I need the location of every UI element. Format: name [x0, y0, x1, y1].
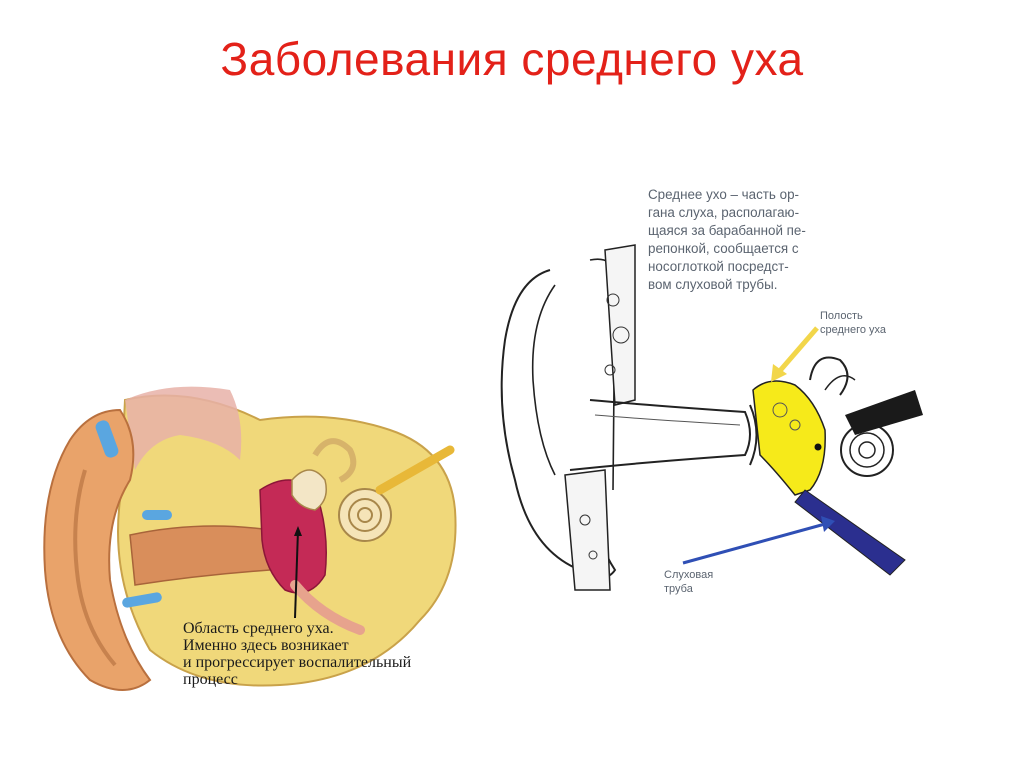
caption-line: Именно здесь возникает: [183, 637, 349, 654]
description-line: гана слуха, располагаю-: [648, 205, 800, 220]
semicircular-canals: [809, 356, 849, 396]
caption-line: процесс: [183, 671, 238, 688]
ear-anatomy-color-illustration: [43, 386, 457, 691]
caption-line: и прогрессирует воспалительный: [183, 654, 412, 671]
ear-line-diagram: [500, 244, 923, 591]
cartilage-mark: [122, 592, 162, 608]
middle-ear-cavity-highlight: [752, 380, 826, 496]
eardrum: [749, 404, 758, 466]
description-line: репонкой, сообщается с: [648, 241, 799, 256]
label-line: Полость: [820, 310, 863, 322]
pinna-outline: [500, 269, 617, 579]
label-line: среднего уха: [820, 324, 887, 336]
caption-line: Область среднего уха.: [183, 620, 334, 637]
label-line: труба: [664, 583, 693, 595]
label-middle-ear-cavity: Полость среднего уха: [820, 309, 886, 337]
eustachian-tube: [290, 580, 365, 635]
auditory-nerve: [375, 445, 455, 495]
semicircular-canals: [312, 438, 357, 483]
cartilage-mark: [142, 510, 172, 520]
tube-pointer-arrow: [682, 522, 826, 565]
label-line: Слуховая: [664, 569, 714, 581]
pinna: [43, 408, 152, 691]
slide-title: Заболевания среднего уха: [220, 33, 804, 85]
cavity-pointer-arrow: [776, 326, 819, 375]
eustachian-tube: [794, 489, 906, 576]
skin-layer: [125, 386, 242, 470]
ossicles: [291, 469, 327, 511]
middle-ear-caption: Область среднего уха. Именно здесь возни…: [183, 620, 463, 688]
pinna-inner-fold: [73, 469, 117, 667]
middle-ear-description: Среднее ухо – часть ор- гана слуха, расп…: [648, 186, 868, 294]
bone-block: [604, 244, 636, 406]
auditory-nerve: [845, 390, 923, 435]
bone-block-lower: [564, 469, 611, 591]
description-line: вом слуховой трубы.: [648, 277, 778, 292]
label-eustachian-tube: Слуховая труба: [664, 568, 713, 596]
ear-canal-outline: [569, 399, 751, 471]
cochlea: [338, 488, 392, 542]
cartilage-mark: [95, 420, 119, 458]
cochlea: [840, 423, 894, 477]
description-line: носоглоткой посредст-: [648, 259, 789, 274]
description-line: Среднее ухо – часть ор-: [648, 187, 799, 202]
description-line: щаяся за барабанной пе-: [648, 223, 806, 238]
caption-pointer: [294, 529, 299, 619]
